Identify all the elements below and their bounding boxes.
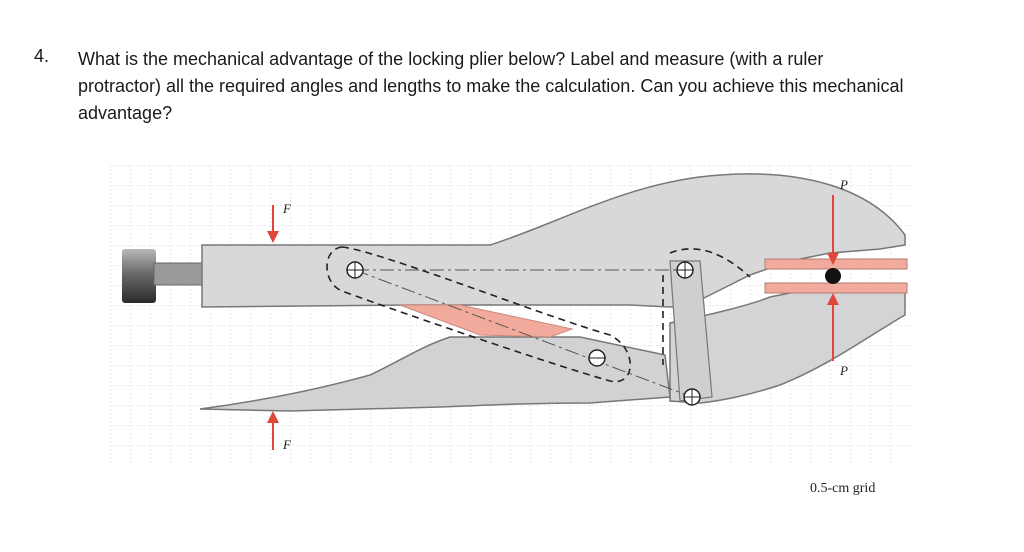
- link-envelope: [326, 246, 632, 383]
- pin-upper-left: [346, 261, 364, 279]
- question-text: What is the mechanical advantage of the …: [78, 49, 904, 123]
- pin-upper-right: [676, 261, 694, 279]
- force-label-input-bottom: F: [282, 437, 292, 452]
- lower-jaw-face: [764, 282, 908, 294]
- toggle-link: [399, 304, 574, 338]
- lower-handle: [199, 336, 671, 412]
- locking-plier-figure: F F P P 0.5-cm grid: [110, 165, 910, 495]
- force-label-input-top: F: [282, 201, 292, 216]
- force-arrow-input-bottom: [267, 411, 279, 450]
- grid-caption: 0.5-cm grid: [810, 481, 875, 495]
- force-arrow-output-bottom: [827, 293, 839, 361]
- force-label-output-top: P: [839, 177, 848, 192]
- workpiece: [825, 268, 841, 284]
- force-label-output-bottom: P: [839, 363, 848, 378]
- upper-jaw-face: [764, 258, 908, 270]
- link-centerline: [354, 269, 693, 398]
- question-number: 4.: [34, 46, 50, 66]
- adjustment-screw: [122, 249, 203, 303]
- pin-middle: [588, 349, 606, 367]
- force-arrow-output-top: [827, 195, 839, 265]
- force-arrow-input-top: [267, 205, 279, 243]
- pin-lower: [683, 388, 701, 406]
- lower-jaw: [669, 284, 906, 404]
- connecting-link: [669, 260, 713, 402]
